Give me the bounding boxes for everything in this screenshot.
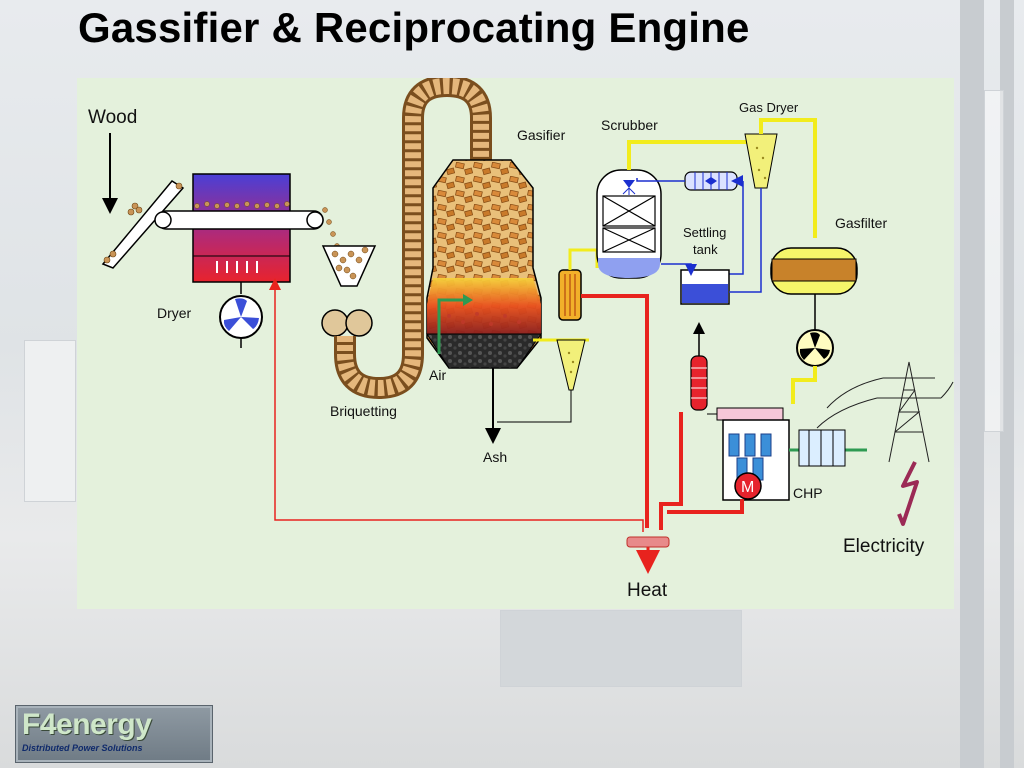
label-gasifier: Gasifier (517, 127, 566, 143)
dryer-heating-elements (216, 261, 258, 273)
chp-exhaust-manifold (716, 407, 784, 421)
briquetting-roller (321, 309, 349, 337)
label-wood: Wood (88, 107, 137, 128)
background-tank (500, 610, 742, 687)
wood-chips-chute (103, 182, 183, 264)
heat-return-line (269, 278, 644, 532)
lightning-icon (897, 461, 919, 526)
slide-title: Gassifier & Reciprocating Engine (78, 4, 750, 51)
gas-line (627, 140, 763, 170)
gasifier-combustion-zone (427, 278, 541, 334)
svg-text:M: M (741, 479, 754, 496)
label-electricity: Electricity (843, 536, 925, 557)
label-dryer: Dryer (157, 305, 192, 321)
motor-icon (734, 472, 762, 500)
wood-chips-dryer (194, 201, 340, 249)
heat-line (581, 294, 649, 528)
background-beam (960, 0, 984, 768)
label-chp: CHP (793, 485, 823, 501)
logo-tagline: Distributed Power Solutions (22, 743, 143, 753)
gas-dryer (744, 133, 778, 189)
air-input-arrow (437, 298, 467, 354)
label-gasfilter: Gasfilter (835, 215, 887, 231)
wood-chute (101, 180, 185, 269)
label-gas-dryer: Gas Dryer (739, 100, 799, 115)
background-window (984, 90, 1004, 432)
gas-line (791, 366, 817, 404)
label-heat: Heat (627, 580, 668, 601)
cyclone (556, 339, 586, 391)
gas-line (759, 118, 817, 238)
logo-name: F4energy (22, 708, 152, 741)
label-settling-tank-2: tank (693, 242, 718, 257)
label-ash: Ash (483, 449, 507, 465)
heat-line (659, 412, 683, 530)
process-diagram: Wood Dryer Briquetting (77, 78, 954, 609)
chp-generator (798, 429, 846, 467)
chp-pistons (728, 433, 772, 481)
pylon-icon (816, 361, 954, 463)
process-diagram-svg: Wood Dryer Briquetting (88, 78, 954, 601)
heat-manifold (626, 536, 670, 548)
exhaust-cooler (690, 355, 708, 411)
company-logo: F4energy Distributed Power Solutions (15, 705, 213, 763)
label-settling-tank: Settling (683, 225, 726, 240)
fan-icon-blades (223, 298, 259, 331)
label-air: Air (429, 367, 446, 383)
briquetting-roller (345, 309, 373, 337)
background-cabinet (24, 340, 76, 502)
dryer-conveyor (156, 210, 324, 230)
heat-line (667, 499, 744, 514)
label-briquetting: Briquetting (330, 403, 397, 419)
label-scrubber: Scrubber (601, 117, 658, 133)
